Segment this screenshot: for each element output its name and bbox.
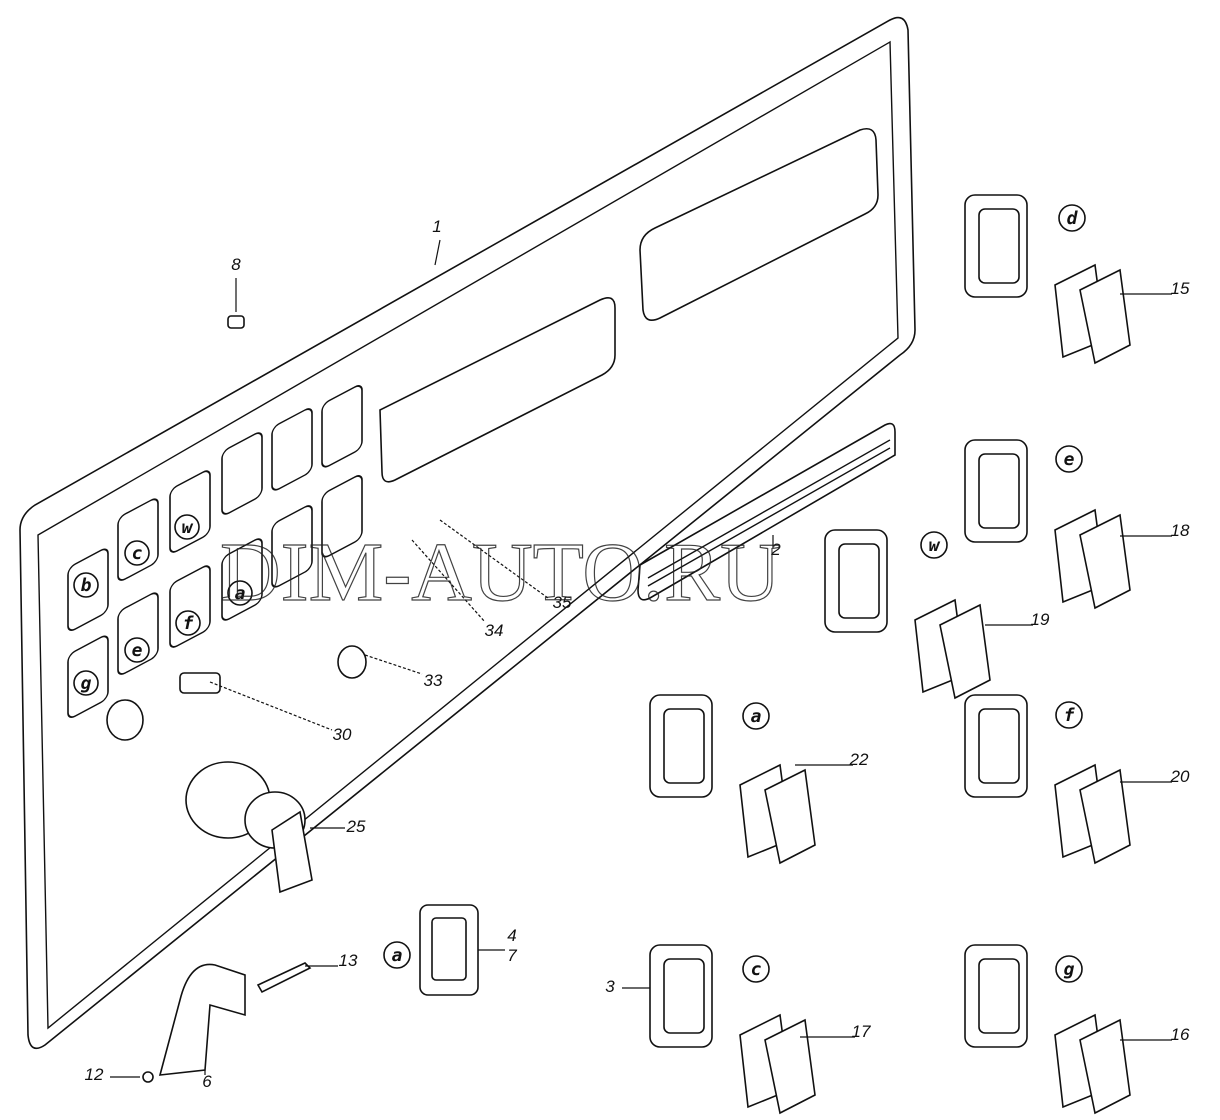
- svg-text:18: 18: [1171, 521, 1190, 540]
- rocker-switch-assembly: [964, 439, 1131, 610]
- callout-17: 17: [800, 1022, 871, 1041]
- svg-text:17: 17: [852, 1022, 871, 1041]
- svg-text:4: 4: [507, 926, 516, 945]
- cover-30: [179, 672, 221, 694]
- svg-text:22: 22: [849, 750, 869, 769]
- callout-13: 13: [305, 951, 358, 970]
- rocker-switch-assembly: [824, 529, 991, 700]
- svg-text:e: e: [132, 640, 143, 661]
- svg-text:3: 3: [605, 977, 615, 996]
- svg-text:35: 35: [553, 593, 572, 612]
- svg-text:e: e: [1064, 449, 1075, 470]
- panel-letter-f: f: [175, 610, 201, 636]
- svg-text:a: a: [392, 945, 403, 966]
- variant-letter-c: c: [742, 955, 770, 983]
- clip-12: [142, 1071, 154, 1083]
- callout-19: 19: [985, 610, 1050, 629]
- panel-letter-c: c: [124, 540, 150, 566]
- svg-text:w: w: [182, 517, 194, 538]
- svg-text:w: w: [929, 535, 941, 556]
- callout-15: 15: [1120, 279, 1190, 298]
- switch-slot: [221, 432, 263, 515]
- svg-text:19: 19: [1031, 610, 1050, 629]
- rocker-switch-assembly: [649, 944, 816, 1115]
- svg-text:7: 7: [507, 946, 517, 965]
- callout-30: 30: [209, 681, 352, 744]
- key-hole: [106, 699, 144, 741]
- ignition-switch-25: [185, 761, 313, 894]
- svg-text:16: 16: [1171, 1025, 1190, 1044]
- callout-34: 34: [411, 539, 504, 640]
- panel-letter-b: b: [73, 572, 99, 598]
- callout-6: 6: [202, 1070, 212, 1091]
- svg-text:f: f: [183, 613, 195, 634]
- svg-text:a: a: [235, 583, 246, 604]
- variant-letter-w: w: [920, 531, 948, 559]
- callout-4: 4: [478, 926, 517, 951]
- svg-text:20: 20: [1170, 767, 1190, 786]
- watermark: DIM-AUTO.RU: [220, 526, 781, 619]
- svg-text:g: g: [81, 673, 92, 694]
- rocker-switch-assembly: [649, 694, 816, 865]
- variant-letter-f: f: [1055, 701, 1083, 729]
- svg-text:g: g: [1064, 959, 1075, 980]
- callout-1: 1: [432, 217, 442, 266]
- indicator-lamp-4-7: [419, 904, 479, 996]
- bracket-6: [158, 963, 246, 1076]
- callout-22: 22: [795, 750, 869, 769]
- switch-slot: [271, 408, 313, 491]
- switch-slot: [321, 475, 363, 558]
- svg-text:c: c: [132, 543, 143, 564]
- svg-text:b: b: [81, 575, 92, 596]
- svg-text:25: 25: [346, 817, 366, 836]
- svg-text:d: d: [1067, 208, 1079, 229]
- variant-letter-d: d: [1058, 204, 1086, 232]
- svg-text:33: 33: [424, 671, 443, 690]
- callout-33: 33: [364, 654, 443, 690]
- switch-slot: [321, 385, 363, 468]
- callout-2: 2: [770, 535, 781, 559]
- callout-3: 3: [605, 977, 650, 996]
- svg-text:6: 6: [202, 1072, 212, 1091]
- callout-25: 25: [310, 817, 366, 836]
- callout-16: 16: [1120, 1025, 1190, 1044]
- callout-8: 8: [231, 255, 241, 312]
- variant-letter-g: g: [1055, 955, 1083, 983]
- panel-letter-g: g: [73, 670, 99, 696]
- svg-text:13: 13: [339, 951, 358, 970]
- svg-text:34: 34: [485, 621, 504, 640]
- trim-strip-2: [637, 422, 896, 601]
- screw-8: [227, 315, 245, 329]
- callout-7: 7: [507, 946, 517, 965]
- svg-text:f: f: [1064, 705, 1076, 726]
- rocker-switch-assembly: [964, 944, 1131, 1115]
- variant-letter-e: e: [1055, 445, 1083, 473]
- rocker-switch-assembly: [964, 694, 1131, 865]
- variant-letter-a: a: [742, 702, 770, 730]
- callout-20: 20: [1120, 767, 1190, 786]
- panel-letter-a: a: [227, 580, 253, 606]
- panel-letter-w: w: [174, 514, 200, 540]
- callout-12: 12: [85, 1065, 140, 1084]
- svg-text:15: 15: [1171, 279, 1190, 298]
- svg-text:12: 12: [85, 1065, 104, 1084]
- svg-text:a: a: [751, 706, 762, 727]
- svg-text:8: 8: [231, 255, 241, 274]
- svg-text:1: 1: [432, 217, 441, 236]
- callout-35: 35: [439, 519, 572, 612]
- svg-text:c: c: [751, 959, 762, 980]
- pin-13: [256, 962, 312, 994]
- callout-18: 18: [1120, 521, 1190, 540]
- rocker-switch-assembly: [964, 194, 1131, 365]
- switch-slot: [271, 505, 313, 588]
- svg-text:2: 2: [770, 540, 781, 559]
- variant-letter-a: a: [383, 941, 411, 969]
- svg-text:30: 30: [333, 725, 352, 744]
- panel-letter-e: e: [124, 637, 150, 663]
- plug-33: [337, 645, 367, 679]
